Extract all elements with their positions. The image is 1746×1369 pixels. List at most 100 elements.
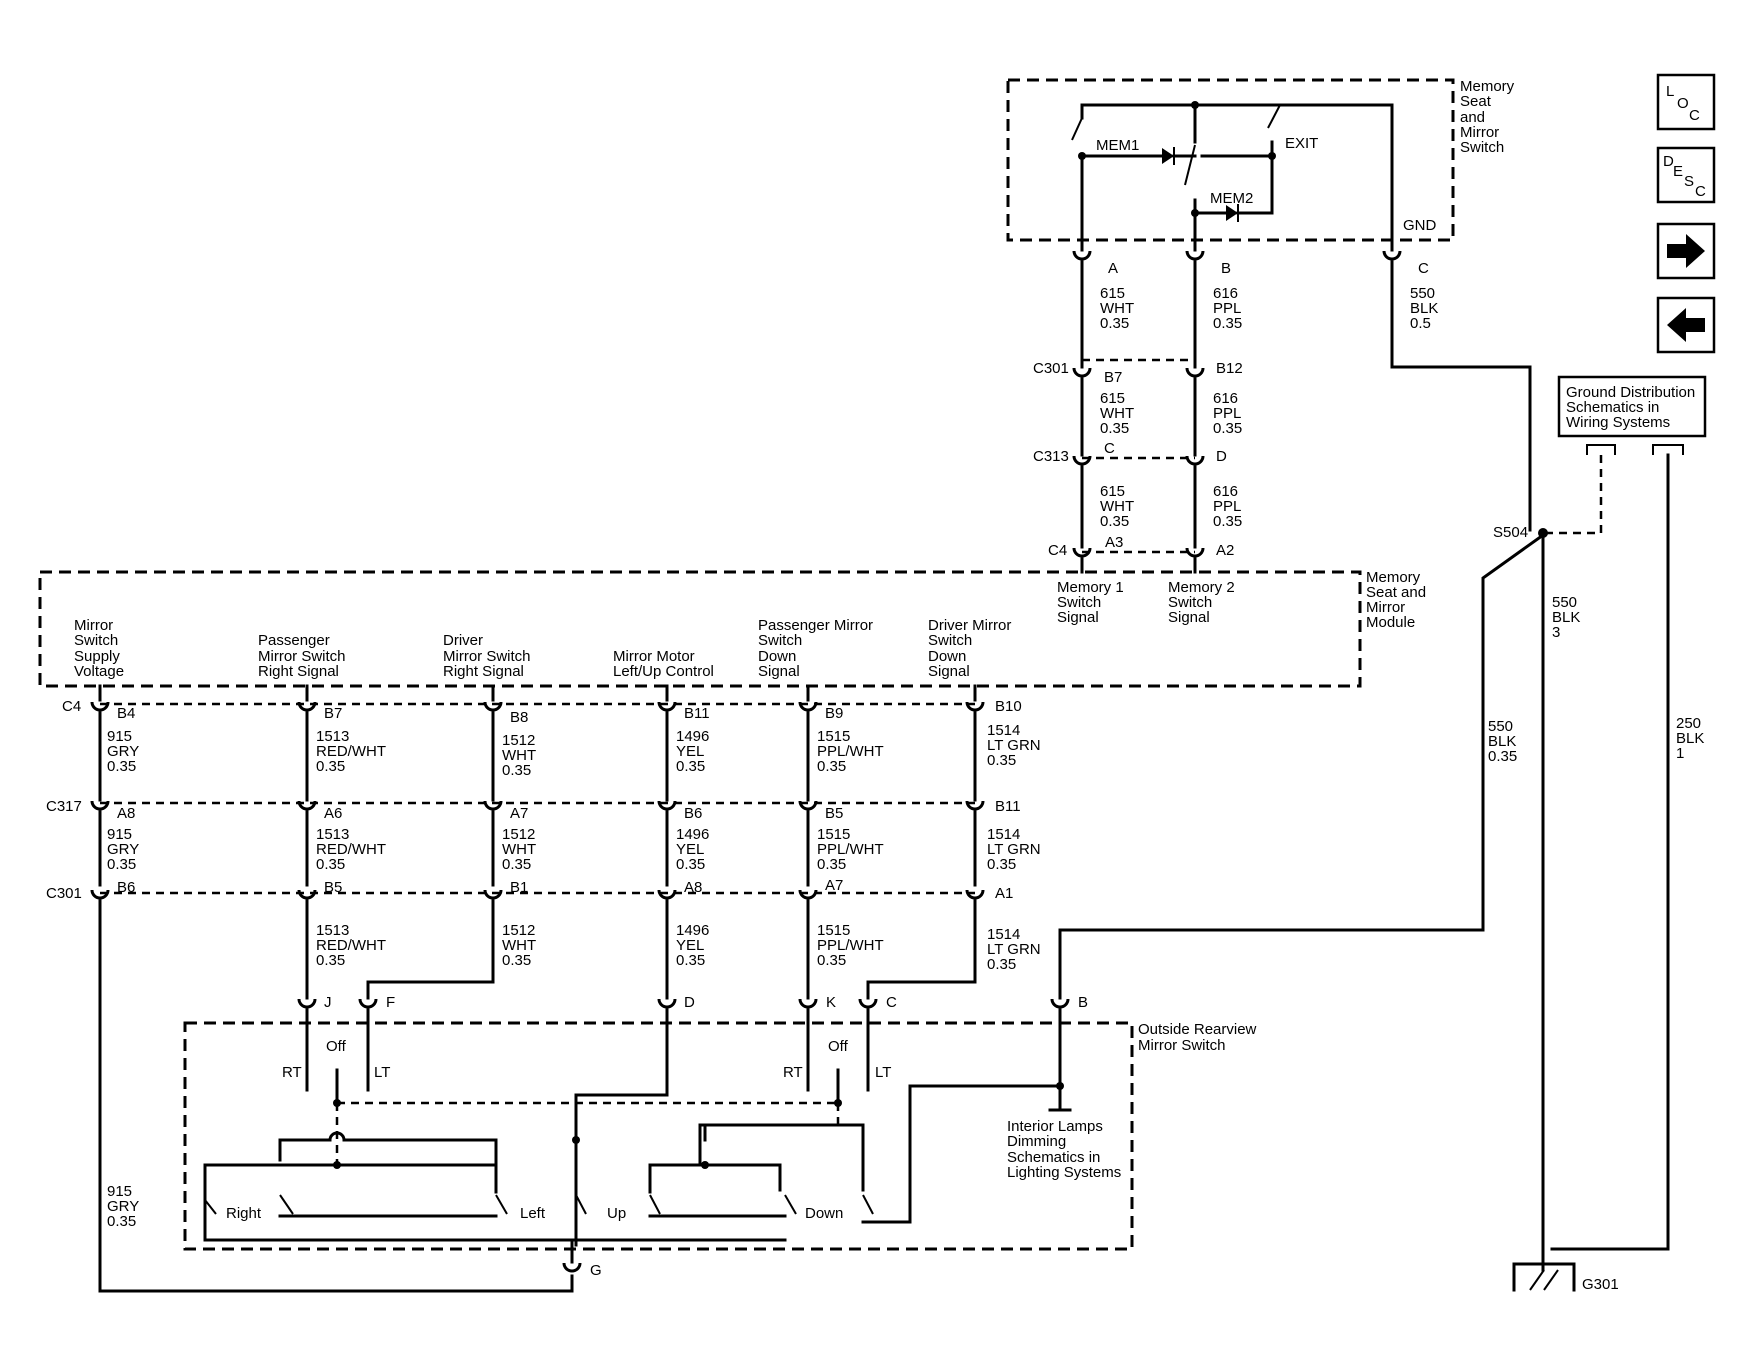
svg-text:616: 616 — [1213, 483, 1238, 500]
svg-text:1512: 1512 — [502, 732, 535, 749]
svg-text:1515: 1515 — [817, 922, 850, 939]
svg-text:Left/Up Control: Left/Up Control — [613, 663, 714, 680]
svg-text:S504: S504 — [1493, 524, 1528, 541]
svg-text:0.35: 0.35 — [676, 856, 705, 873]
svg-text:Mirror Switch: Mirror Switch — [443, 648, 531, 665]
svg-text:A8: A8 — [684, 879, 702, 896]
svg-text:Left: Left — [520, 1205, 546, 1222]
memory-switch-title: Memory Seat and Mirror Switch — [1460, 78, 1515, 156]
svg-text:0.35: 0.35 — [1213, 315, 1242, 332]
svg-text:Right Signal: Right Signal — [443, 663, 524, 680]
connector-c301: C301 B6 B5 B1 A8 A7 A1 — [46, 877, 1013, 902]
svg-text:LT: LT — [875, 1064, 891, 1081]
svg-text:Down: Down — [928, 648, 966, 665]
svg-text:Down: Down — [758, 648, 796, 665]
svg-text:RED/WHT: RED/WHT — [316, 841, 386, 858]
mem1-label: MEM1 — [1096, 137, 1139, 154]
svg-text:J: J — [324, 994, 332, 1011]
svg-text:0.35: 0.35 — [1213, 420, 1242, 437]
svg-text:B9: B9 — [825, 705, 843, 722]
svg-text:550: 550 — [1552, 594, 1577, 611]
svg-text:PPL/WHT: PPL/WHT — [817, 937, 884, 954]
svg-text:PPL: PPL — [1213, 498, 1241, 515]
svg-text:Memory: Memory — [1366, 569, 1421, 586]
svg-text:Wiring Systems: Wiring Systems — [1566, 414, 1670, 431]
svg-text:550: 550 — [1410, 285, 1435, 302]
svg-text:B4: B4 — [117, 705, 135, 722]
ground-g301: G301 — [1512, 1262, 1619, 1293]
svg-text:1496: 1496 — [676, 728, 709, 745]
svg-text:Mirror: Mirror — [1460, 124, 1499, 141]
exit-label: EXIT — [1285, 135, 1318, 152]
svg-text:616: 616 — [1213, 390, 1238, 407]
svg-text:B: B — [1078, 994, 1088, 1011]
svg-text:Down: Down — [805, 1205, 843, 1222]
outside-switch-internals: RT Off LT RT Off LT Right Left — [203, 1008, 1072, 1264]
svg-text:Schematics in: Schematics in — [1566, 399, 1659, 416]
svg-text:B11: B11 — [684, 705, 710, 722]
svg-text:C4: C4 — [62, 698, 81, 715]
svg-text:0.35: 0.35 — [107, 1213, 136, 1230]
svg-text:Right: Right — [226, 1205, 262, 1222]
svg-text:Off: Off — [326, 1038, 347, 1055]
svg-text:Driver Mirror: Driver Mirror — [928, 617, 1011, 634]
svg-text:K: K — [826, 994, 836, 1011]
connector-c4: C4 B4 B7 B8 B11 B9 B10 — [62, 698, 1022, 726]
svg-text:A7: A7 — [825, 877, 843, 894]
connector-c317: C317 A8 A6 A7 B6 B5 B11 — [46, 798, 1021, 822]
svg-text:G301: G301 — [1582, 1276, 1619, 1293]
svg-text:Memory 1: Memory 1 — [1057, 579, 1124, 596]
splice-s504: S504 550 BLK 3 550 BLK 0.35 250 BLK 1 — [1488, 524, 1704, 1272]
interior-lamps-reference: Interior Lamps Dimming Schematics in Lig… — [1007, 1118, 1121, 1181]
svg-text:0.35: 0.35 — [1100, 420, 1129, 437]
svg-text:1515: 1515 — [817, 826, 850, 843]
svg-text:Signal: Signal — [1057, 609, 1099, 626]
svg-text:C313: C313 — [1033, 448, 1069, 465]
outside-mirror-switch-box — [183, 1021, 1134, 1251]
svg-text:Up: Up — [607, 1205, 626, 1222]
svg-text:A3: A3 — [1105, 534, 1123, 551]
svg-text:B7: B7 — [1104, 369, 1122, 386]
desc-button[interactable]: D E S C — [1656, 146, 1716, 204]
svg-text:B6: B6 — [684, 805, 702, 822]
svg-text:B6: B6 — [117, 879, 135, 896]
connector-c4-top: C4 A3 A2 — [1048, 534, 1234, 574]
svg-text:C: C — [886, 994, 897, 1011]
svg-text:WHT: WHT — [1100, 300, 1134, 317]
svg-text:WHT: WHT — [502, 841, 536, 858]
outside-switch-pins: J F D K C B G — [297, 994, 1088, 1279]
back-button[interactable] — [1656, 296, 1716, 354]
svg-text:1513: 1513 — [316, 728, 349, 745]
loc-button[interactable]: L O C — [1656, 73, 1716, 131]
svg-text:Dimming: Dimming — [1007, 1133, 1066, 1150]
svg-text:C301: C301 — [1033, 360, 1069, 377]
svg-text:0.35: 0.35 — [1100, 513, 1129, 530]
svg-text:LT GRN: LT GRN — [987, 841, 1041, 858]
svg-text:Switch: Switch — [1057, 594, 1101, 611]
svg-text:550: 550 — [1488, 718, 1513, 735]
svg-text:Seat: Seat — [1460, 93, 1492, 110]
svg-text:B5: B5 — [825, 805, 843, 822]
svg-text:RT: RT — [282, 1064, 302, 1081]
svg-text:GRY: GRY — [107, 743, 139, 760]
memory-switch-box — [1006, 78, 1455, 242]
svg-text:BLK: BLK — [1552, 609, 1580, 626]
svg-text:C317: C317 — [46, 798, 82, 815]
svg-text:C301: C301 — [46, 885, 82, 902]
svg-text:B1: B1 — [510, 879, 528, 896]
forward-button[interactable] — [1656, 222, 1716, 280]
svg-text:WHT: WHT — [1100, 405, 1134, 422]
svg-text:0.35: 0.35 — [1100, 315, 1129, 332]
svg-text:Lighting Systems: Lighting Systems — [1007, 1164, 1121, 1181]
svg-text:0.35: 0.35 — [676, 758, 705, 775]
svg-text:YEL: YEL — [676, 937, 704, 954]
svg-text:BLK: BLK — [1488, 733, 1516, 750]
svg-text:Mirror Switch: Mirror Switch — [1138, 1037, 1226, 1054]
desc-e: E — [1673, 163, 1683, 180]
svg-text:615: 615 — [1100, 390, 1125, 407]
loc-l: L — [1666, 83, 1674, 100]
